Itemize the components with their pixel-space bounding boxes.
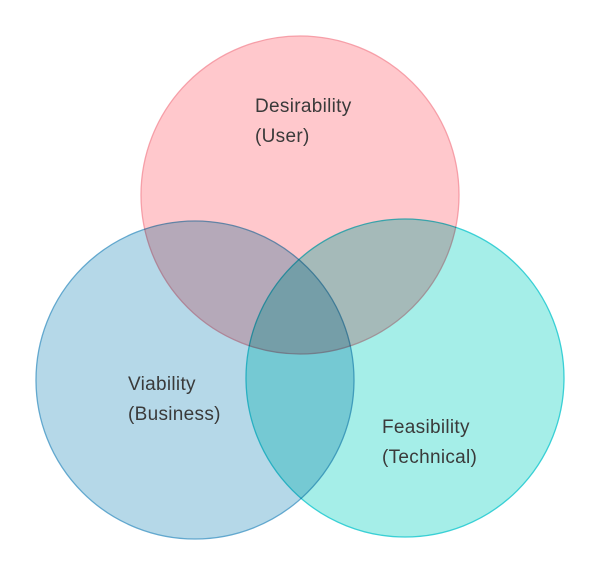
feasibility-label: Feasibility (Technical) — [382, 413, 477, 473]
desirability-label: Desirability (User) — [255, 92, 352, 152]
desirability-label-title: Desirability — [255, 96, 352, 117]
desirability-label-subtitle: (User) — [255, 126, 310, 147]
feasibility-label-title: Feasibility — [382, 417, 470, 438]
viability-label-title: Viability — [128, 374, 196, 395]
viability-label: Viability (Business) — [128, 370, 221, 430]
viability-label-subtitle: (Business) — [128, 404, 221, 425]
feasibility-circle — [245, 218, 565, 538]
feasibility-label-subtitle: (Technical) — [382, 447, 478, 468]
